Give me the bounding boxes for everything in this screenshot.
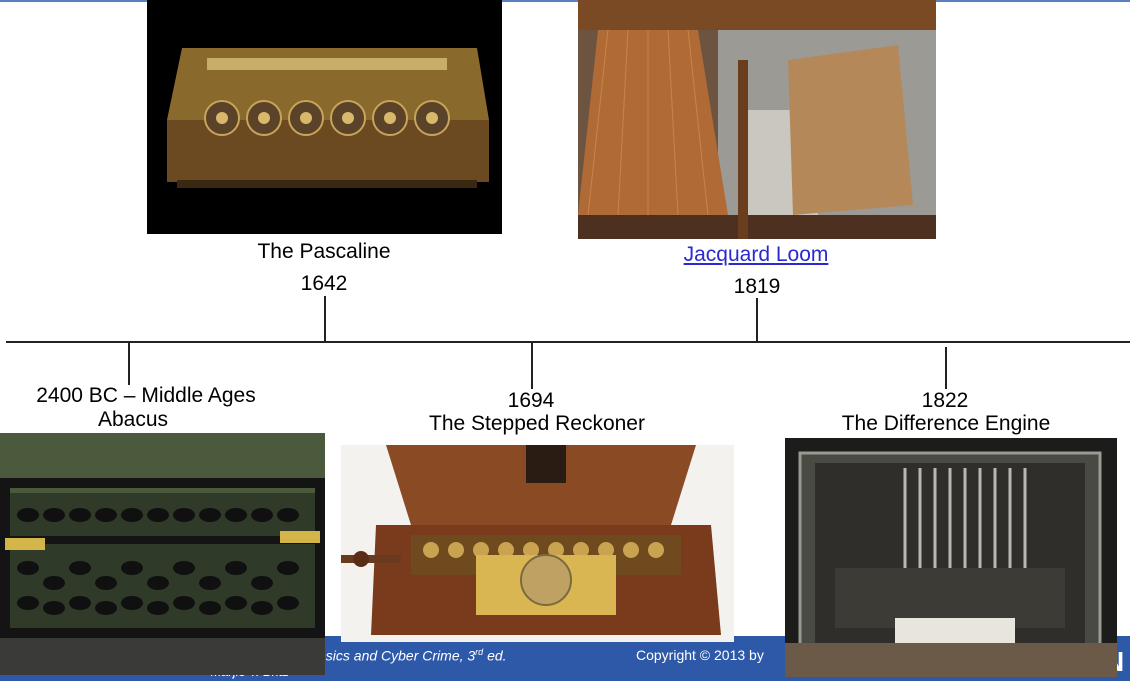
footer-book-end: ed. [483,647,507,664]
abacus-year: 2400 BC – Middle Ages [36,384,256,407]
top-border [0,0,1130,2]
footer-book-main: nsics and Cyber Crime, 3 [318,647,476,664]
pascaline-name: The Pascaline [257,240,391,263]
footer-book-sup: rd [475,647,484,657]
abacus-photo [0,433,325,675]
stepped-reckoner-year: 1694 [507,389,555,412]
jacquard-year: 1819 [733,275,781,298]
footer-book-title: nsics and Cyber Crime, 3rd ed. [318,647,507,664]
difference-engine-photo [785,438,1117,677]
jacquard-loom-link[interactable]: Jacquard Loom [683,243,829,266]
tick-1819 [756,298,758,343]
stepped-reckoner-name: The Stepped Reckoner [429,412,645,435]
pascaline-photo [147,0,502,234]
abacus-name: Abacus [97,408,169,431]
difference-engine-year: 1822 [921,389,969,412]
difference-engine-name: The Difference Engine [841,412,1051,435]
jacquard-loom-photo [578,0,936,239]
footer-copyright: Copyright © 2013 by [636,647,764,663]
pascaline-year: 1642 [300,272,348,295]
tick-1642 [324,296,326,341]
tick-1694 [531,343,533,389]
timeline-axis [6,341,1130,343]
stepped-reckoner-photo [341,445,734,642]
tick-1822 [945,347,947,389]
tick-abacus [128,343,130,385]
